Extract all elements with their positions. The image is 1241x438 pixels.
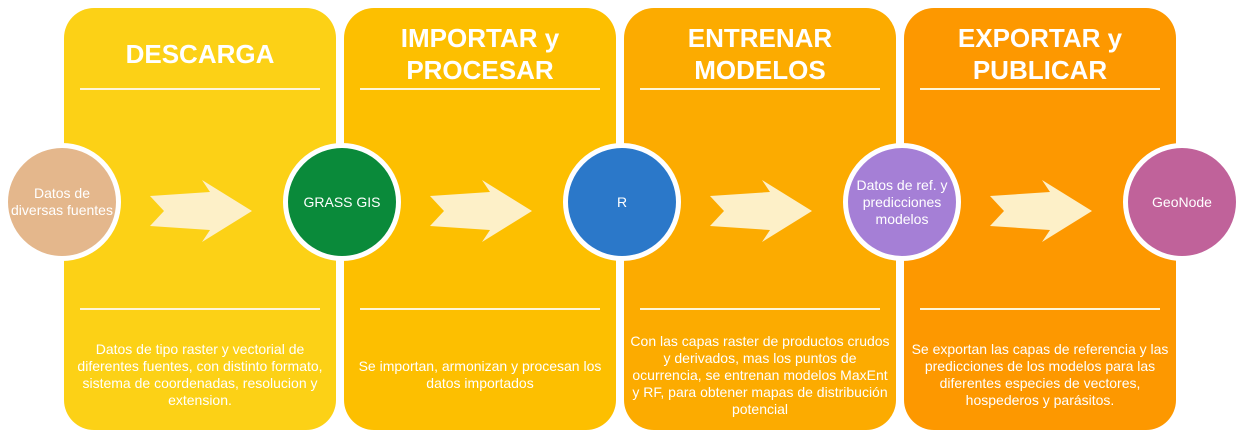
- process-node: GRASS GIS: [283, 143, 401, 261]
- stage-panel: ENTRENAR MODELOS Con las capas raster de…: [624, 8, 896, 430]
- divider: [640, 308, 880, 310]
- arrow-right-icon: [990, 180, 1092, 242]
- process-node: GeoNode: [1123, 143, 1241, 261]
- arrow-right-icon: [430, 180, 532, 242]
- stage-description: Se exportan las capas de referencia y la…: [911, 341, 1169, 408]
- node-label: R: [616, 193, 628, 210]
- divider: [640, 88, 880, 90]
- stage-title: IMPORTAR y PROCESAR: [400, 23, 560, 85]
- node-label: GeoNode: [1152, 193, 1212, 210]
- node-label: Datos de diversas fuentes: [11, 185, 113, 218]
- process-node: Datos de ref. y predicciones modelos: [843, 143, 961, 261]
- node-label: Datos de ref. y predicciones modelos: [856, 176, 948, 227]
- stage-description: Con las capas raster de productos crudos…: [630, 332, 890, 417]
- stage-title: DESCARGA: [125, 39, 275, 69]
- process-node: Datos de diversas fuentes: [3, 143, 121, 261]
- stage-title: ENTRENAR MODELOS: [687, 23, 833, 85]
- node-label: GRASS GIS: [303, 193, 381, 210]
- divider: [920, 88, 1160, 90]
- divider: [920, 308, 1160, 310]
- process-node: R: [563, 143, 681, 261]
- stage-title: EXPORTAR y PUBLICAR: [957, 23, 1123, 85]
- divider: [360, 88, 600, 90]
- divider: [360, 308, 600, 310]
- divider: [80, 308, 320, 310]
- arrow-right-icon: [710, 180, 812, 242]
- stage-description: Se importan, armonizan y procesan los da…: [358, 358, 602, 391]
- arrow-right-icon: [150, 180, 252, 242]
- stage-description: Datos de tipo raster y vectorial de dife…: [77, 341, 323, 408]
- divider: [80, 88, 320, 90]
